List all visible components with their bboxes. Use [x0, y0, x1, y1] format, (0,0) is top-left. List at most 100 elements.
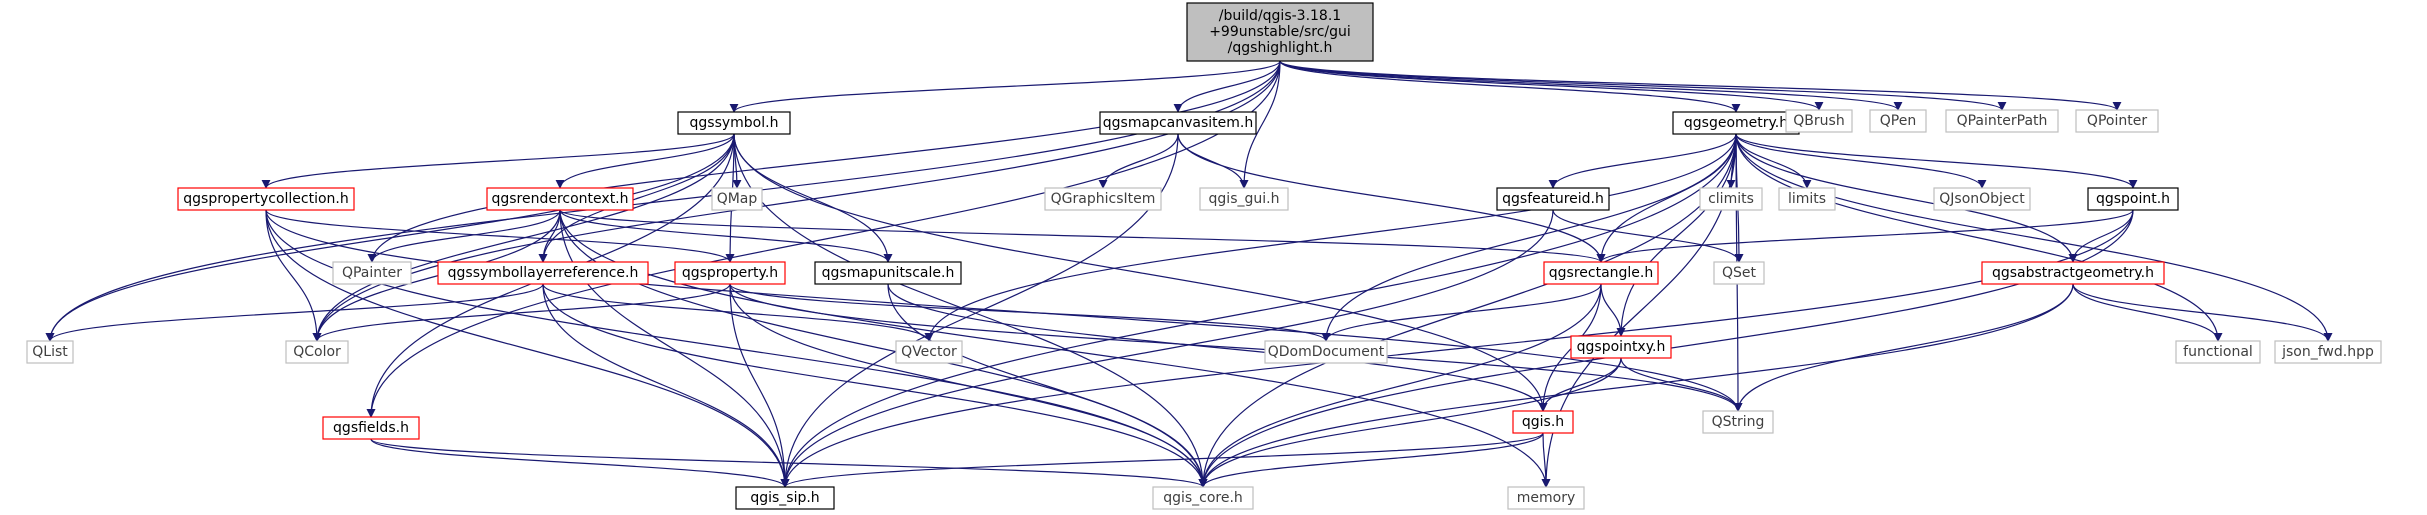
node-label: QList — [32, 344, 68, 360]
node-label: limits — [1788, 191, 1826, 207]
node-QString: QString — [1702, 410, 1774, 434]
edge-qgsproperty-to-qgis_core — [729, 283, 1208, 488]
edge-qgssymbol-to-qgspropertycollection — [261, 133, 735, 189]
node-box — [1099, 111, 1257, 135]
node-label: QPainter — [342, 265, 402, 281]
node-label: climits — [1708, 191, 1754, 207]
node-qgsmapcanvasitem[interactable]: qgsmapcanvasitem.h — [1099, 111, 1257, 135]
node-box — [1570, 335, 1672, 359]
edge-qgsgeometry-to-QVector — [924, 133, 1737, 342]
node-label: QColor — [293, 344, 341, 360]
node-box — [1785, 109, 1853, 133]
node-qgsfields[interactable]: qgsfields.h — [322, 416, 420, 440]
edge-qgsabstractgeometry-to-functional — [2072, 283, 2223, 342]
edge-qgsproperty-to-QColor — [312, 283, 731, 342]
node-label: qgspropertycollection.h — [183, 191, 349, 207]
node-label: /build/qgis-3.18.1 — [1219, 8, 1341, 24]
node-qgsrectangle[interactable]: qgsrectangle.h — [1543, 261, 1659, 285]
edge-qgsgeometry-to-qgspoint — [1735, 133, 2138, 189]
node-box — [322, 416, 420, 440]
node-label: qgssymbollayerreference.h — [448, 265, 639, 281]
node-qgsgeometry[interactable]: qgsgeometry.h — [1672, 111, 1800, 135]
node-qgspoint[interactable]: qgspoint.h — [2087, 187, 2179, 211]
node-QDomDocument: QDomDocument — [1264, 340, 1388, 364]
node-qgssymbol[interactable]: qgssymbol.h — [677, 111, 791, 135]
node-box — [285, 340, 349, 364]
node-box — [1199, 187, 1289, 211]
node-box — [1699, 187, 1763, 211]
node-label: qgsfeatureid.h — [1502, 191, 1604, 207]
node-box — [1713, 261, 1765, 285]
edge-qgssymbol-to-qgsrendercontext — [555, 133, 735, 189]
edge-root-to-QPen — [1279, 60, 1903, 111]
node-qgis_sip[interactable]: qgis_sip.h — [735, 486, 835, 510]
node-box — [1512, 410, 1574, 434]
node-box — [1933, 187, 2031, 211]
node-box — [735, 486, 835, 510]
edge-qgsrectangle-to-qgspointxy — [1600, 283, 1626, 337]
node-qgssymbollayerreference[interactable]: qgssymbollayerreference.h — [437, 261, 649, 285]
node-label: qgspointxy.h — [1577, 339, 1666, 355]
node-QPen: QPen — [1869, 109, 1927, 133]
edge-qgsproperty-to-qgis_sip — [729, 283, 790, 488]
edge-qgssymbollayerreference-to-qgis_sip — [542, 283, 790, 488]
edge-qgsgeometry-to-limits — [1735, 133, 1812, 189]
node-qgsfeatureid[interactable]: qgsfeatureid.h — [1496, 187, 1610, 211]
node-label: qgis_core.h — [1163, 490, 1243, 506]
edge-qgsfields-to-qgis_sip — [370, 438, 790, 488]
node-qgis[interactable]: qgis.h — [1512, 410, 1574, 434]
edge-qgspropertycollection-to-qgsproperty — [265, 209, 735, 263]
edge-qgsgeometry-to-functional — [1735, 133, 2223, 342]
node-root[interactable]: /build/qgis-3.18.1+99unstable/src/gui/qg… — [1186, 2, 1374, 62]
edge-qgsmapcanvasitem-to-QGraphicsItem — [1098, 133, 1179, 189]
node-qgsabstractgeometry[interactable]: qgsabstractgeometry.h — [1981, 261, 2165, 285]
edge-qgsmapcanvasitem-to-qgsrectangle — [1177, 133, 1606, 263]
edge-qgsfeatureid-to-qgis_sip — [780, 209, 1554, 488]
node-box — [2175, 340, 2261, 364]
node-label: +99unstable/src/gui — [1209, 24, 1351, 40]
node-box — [1186, 2, 1374, 62]
node-label: QDomDocument — [1268, 344, 1385, 360]
edge-qgspropertycollection-to-QColor — [265, 209, 322, 342]
node-qgspropertycollection[interactable]: qgspropertycollection.h — [177, 187, 355, 211]
edge-qgssymbollayerreference-to-QList — [45, 283, 544, 342]
edge-qgsgeometry-to-QJsonObject — [1735, 133, 1987, 189]
node-qgsproperty[interactable]: qgsproperty.h — [674, 261, 786, 285]
edge-qgssymbol-to-QList — [45, 133, 735, 342]
edge-qgsproperty-to-QString — [729, 283, 1743, 412]
node-box — [1507, 486, 1585, 510]
edge-root-to-qgsmapcanvasitem — [1173, 60, 1281, 113]
node-label: qgsmapunitscale.h — [822, 265, 955, 281]
edge-qgspoint-to-qgis_sip — [780, 209, 2134, 488]
node-label: qgsabstractgeometry.h — [1992, 265, 2154, 281]
edge-qgsmapunitscale-to-qgis — [887, 283, 1548, 412]
node-label: QString — [1712, 414, 1765, 430]
node-qgsrendercontext[interactable]: qgsrendercontext.h — [486, 187, 634, 211]
node-label: QPainterPath — [1957, 113, 2048, 129]
edge-root-to-QPainter — [367, 60, 1281, 263]
node-climits: climits — [1699, 187, 1763, 211]
node-label: QGraphicsItem — [1051, 191, 1156, 207]
edge-qgssymbol-to-qgssymbollayerreference — [538, 133, 735, 263]
node-qgspointxy[interactable]: qgspointxy.h — [1570, 335, 1672, 359]
edge-qgsproperty-to-QDomDocument — [729, 283, 1331, 342]
edge-qgsrendercontext-to-qgsmapunitscale — [559, 209, 893, 263]
header-nodes: /build/qgis-3.18.1+99unstable/src/gui/qg… — [26, 2, 2382, 510]
edge-qgsfeatureid-to-QSet — [1552, 209, 1744, 263]
node-label: qgsfields.h — [333, 420, 409, 436]
edge-qgis-to-qgis_core — [1198, 432, 1544, 488]
node-label: qgsrectangle.h — [1549, 265, 1653, 281]
node-box — [2087, 187, 2179, 211]
node-label: qgsgeometry.h — [1684, 115, 1788, 131]
node-QList: QList — [26, 340, 74, 364]
node-qgsmapunitscale[interactable]: qgsmapunitscale.h — [814, 261, 962, 285]
edge-qgsgeometry-to-qgsrectangle — [1596, 133, 1737, 263]
node-label: qgspoint.h — [2096, 191, 2170, 207]
edge-qgsabstractgeometry-to-QString — [1733, 283, 2074, 412]
node-QSet: QSet — [1713, 261, 1765, 285]
edge-qgsgeometry-to-qgsfeatureid — [1548, 133, 1737, 189]
node-QMap: QMap — [711, 187, 763, 211]
node-box — [486, 187, 634, 211]
node-label: QMap — [717, 191, 758, 207]
